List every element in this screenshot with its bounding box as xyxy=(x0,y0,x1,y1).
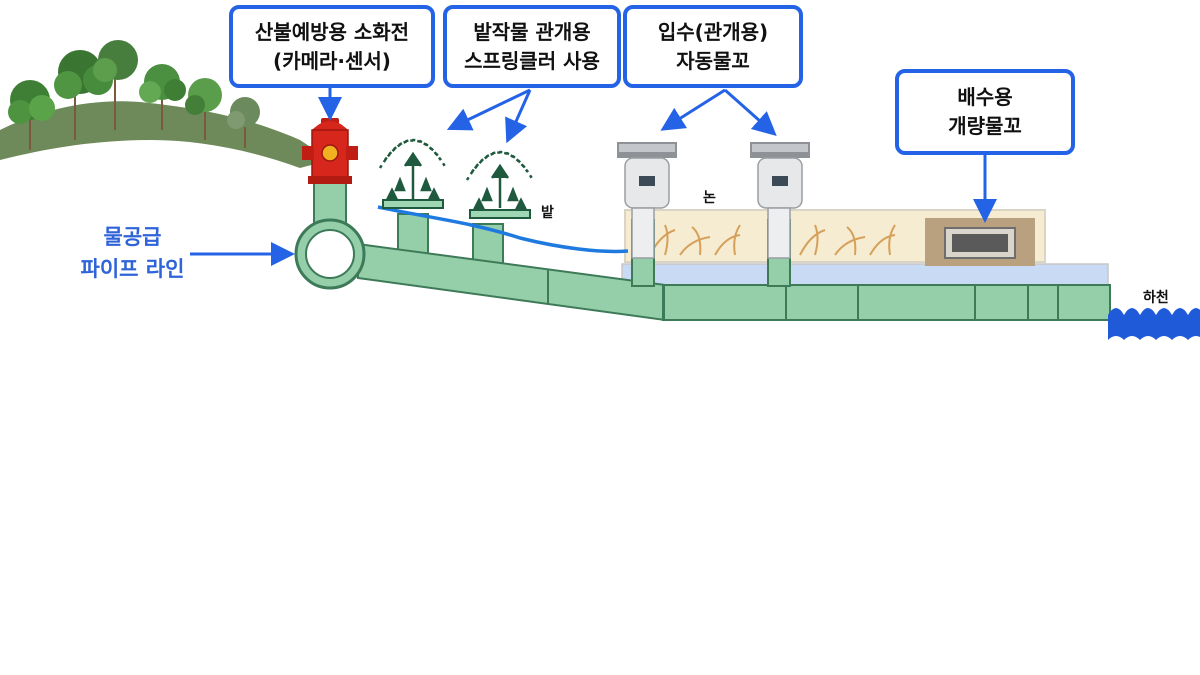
hydrant-callout-line1: 산불예방용 소화전 xyxy=(254,19,410,44)
drain-callout-line2: 개량물꼬 xyxy=(948,114,1022,138)
auto-water-gate-icon xyxy=(750,142,810,259)
inlet-callout: 입수(관개용) 자동물꼬 xyxy=(623,5,803,88)
main-pipe-flat xyxy=(662,284,1111,321)
hydrant-callout: 산불예방용 소화전 (카메라·센서) xyxy=(229,5,435,88)
sprinkler-icon xyxy=(378,138,448,209)
water-supply-label-line2: 파이프 라인 xyxy=(80,256,185,281)
main-pipe-sloped xyxy=(357,242,666,322)
wheat-icon xyxy=(649,224,896,256)
drain-callout: 배수용 개량물꼬 xyxy=(895,69,1075,155)
inlet-callout-line2: 자동물꼬 xyxy=(676,48,750,73)
inlet-callout-line1: 입수(관개용) xyxy=(657,19,769,44)
tree-icon xyxy=(227,97,260,148)
auto-water-gate-icon xyxy=(617,142,677,259)
arrow-icon xyxy=(190,88,997,266)
paddy-field xyxy=(621,209,1109,287)
drain-gate-icon xyxy=(925,218,1035,266)
river-wave-icon xyxy=(1108,308,1200,340)
tree-icon xyxy=(185,78,222,140)
tree-icon xyxy=(54,50,113,140)
river-label: 하천 xyxy=(1143,290,1169,306)
sprinkler-callout-line1: 밭작물 관개용 xyxy=(473,19,591,44)
fire-hydrant-icon xyxy=(302,118,358,184)
sprinkler-callout-line2: 스프링클러 사용 xyxy=(464,48,600,73)
field-label: 밭 xyxy=(541,205,554,221)
tree-icon xyxy=(8,80,55,150)
sprinkler-riser-pipe-1 xyxy=(397,213,429,255)
forest-hill xyxy=(0,40,330,168)
tree-icon xyxy=(93,40,138,130)
water-supply-label-line1: 물공급 xyxy=(103,225,162,249)
field-water-line xyxy=(377,205,629,254)
drain-callout-line1: 배수용 xyxy=(957,85,1013,109)
tree-icon xyxy=(139,64,186,130)
sprinkler-callout: 밭작물 관개용 스프링클러 사용 xyxy=(443,5,621,88)
sprinkler-icon xyxy=(465,150,535,219)
water-supply-label: 물공급 파이프 라인 xyxy=(60,222,205,285)
hydrant-callout-line2: (카메라·센서) xyxy=(273,48,391,73)
paddy-label: 논 xyxy=(703,190,716,206)
